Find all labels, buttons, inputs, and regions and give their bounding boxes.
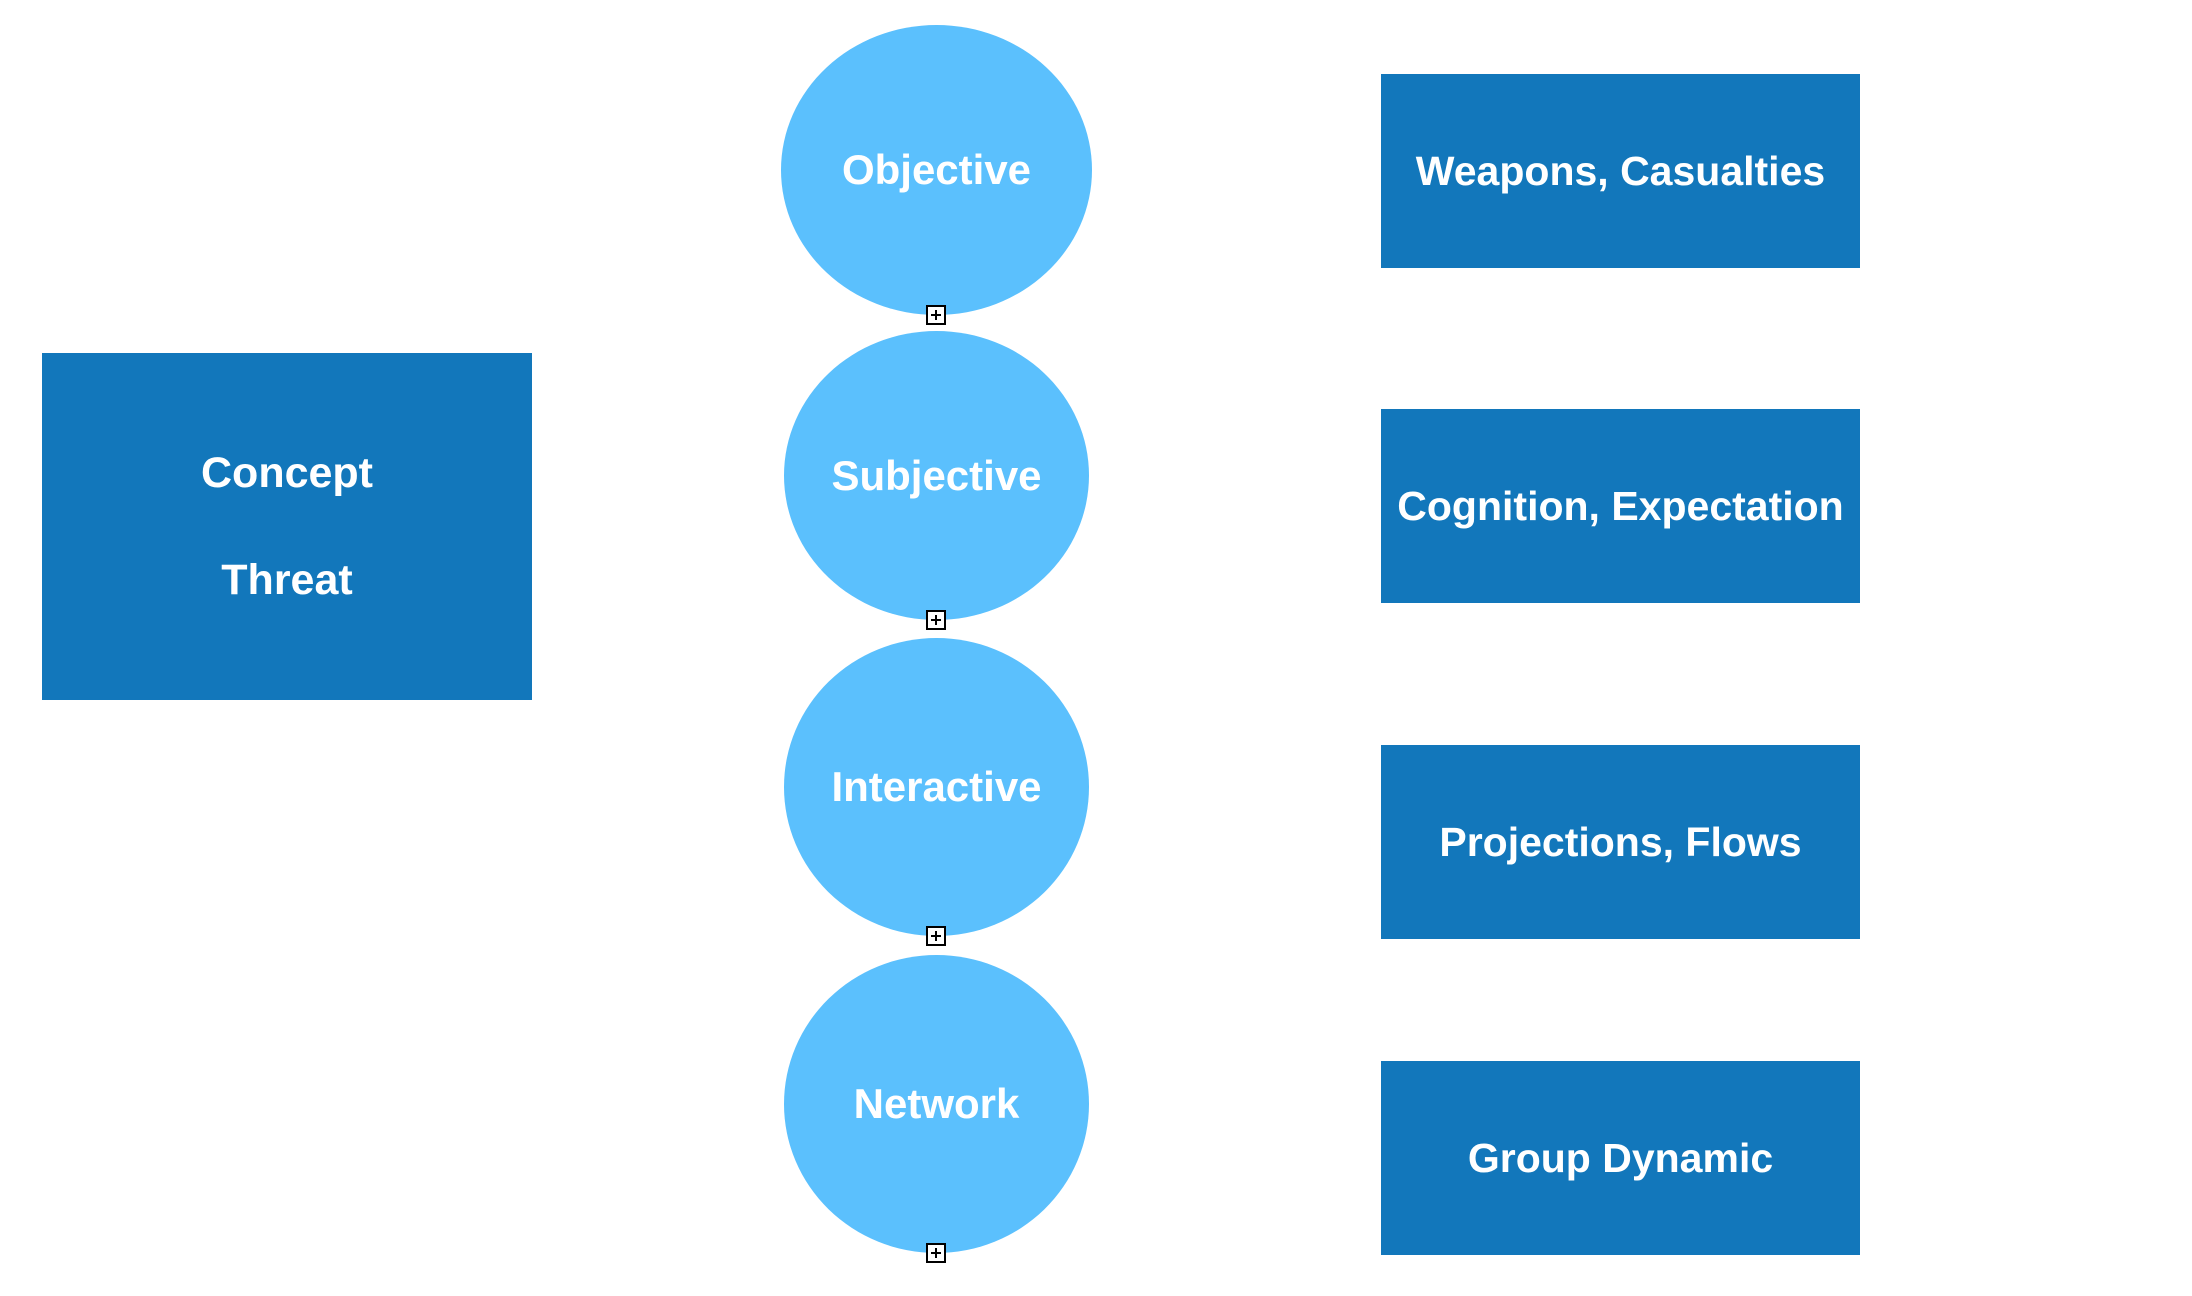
- detail-cognition-expectation[interactable]: Cognition, Expectation: [1381, 409, 1860, 603]
- detail-group-dynamic[interactable]: Group Dynamic: [1381, 1061, 1860, 1255]
- concept-label: Concept: [201, 448, 373, 497]
- node-interactive-label: Interactive: [831, 763, 1042, 810]
- expand-plus-icon[interactable]: [926, 305, 946, 325]
- detail-label: Projections, Flows: [1439, 818, 1802, 865]
- node-objective[interactable]: Objective: [781, 25, 1092, 315]
- detail-weapons-casualties[interactable]: Weapons, Casualties: [1381, 74, 1860, 268]
- expand-plus-icon[interactable]: [926, 926, 946, 946]
- expand-plus-icon[interactable]: [926, 1243, 946, 1263]
- node-network-label: Network: [853, 1080, 1020, 1127]
- node-subjective-label: Subjective: [831, 451, 1042, 499]
- node-network[interactable]: Network: [784, 955, 1089, 1253]
- node-subjective[interactable]: Subjective: [784, 331, 1089, 620]
- detail-projections-flows[interactable]: Projections, Flows: [1381, 745, 1860, 939]
- detail-label: Weapons, Casualties: [1415, 147, 1826, 194]
- node-interactive[interactable]: Interactive: [784, 638, 1089, 936]
- node-objective-label: Objective: [841, 146, 1032, 193]
- expand-plus-icon[interactable]: [926, 610, 946, 630]
- concept-threat-box[interactable]: Concept Threat: [42, 353, 532, 700]
- threat-label: Threat: [221, 555, 353, 604]
- detail-label: Cognition, Expectation: [1397, 482, 1844, 529]
- detail-label: Group Dynamic: [1467, 1134, 1774, 1181]
